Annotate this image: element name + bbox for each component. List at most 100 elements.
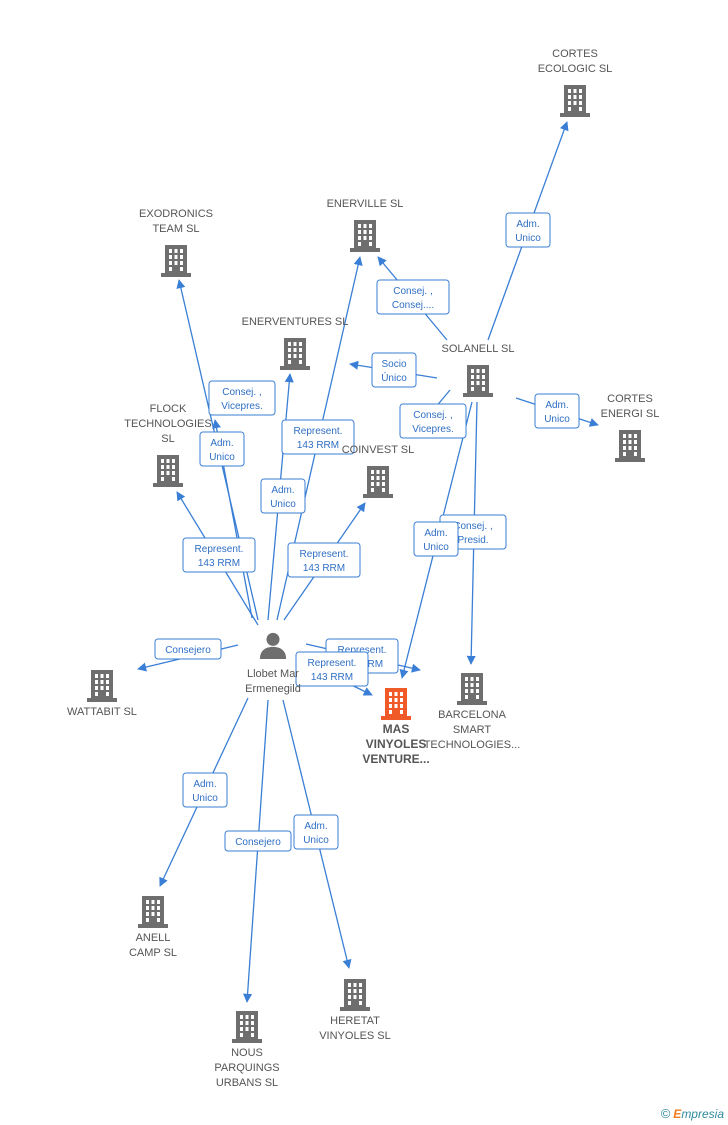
edge-label-text: Consej.... — [392, 300, 434, 311]
edge-label-text: Represent. — [300, 549, 349, 560]
edge-label-e1[interactable]: Adm.Unico — [505, 212, 551, 248]
company-name: NOUS — [231, 1047, 263, 1059]
building-icon — [153, 455, 183, 487]
edge-label-box — [281, 419, 355, 455]
copyright-icon: © — [660, 1106, 671, 1121]
edge-label-e13[interactable]: Consej. , Vicepres. — [208, 380, 276, 416]
edge-label-e16[interactable]: Represent. 143 RRM — [295, 651, 369, 687]
company-node-enerville[interactable]: ENERVILLE SL — [327, 198, 404, 252]
edge-label-e17[interactable]: Adm.Unico — [182, 772, 228, 808]
edge-label-text: Unico — [303, 835, 329, 846]
edge-label-text: Unico — [270, 499, 296, 510]
company-name: FLOCK — [150, 403, 187, 415]
building-icon — [457, 673, 487, 705]
company-name: TECHNOLOGIES — [124, 418, 211, 430]
edge-label-text: 143 RRM — [311, 672, 353, 683]
building-icon — [615, 430, 645, 462]
edge-label-text: 143 RRM — [303, 563, 345, 574]
edge-label-e5[interactable]: Consej. ,Vicepres. — [399, 403, 467, 439]
company-node-coinvest[interactable]: COINVEST SL — [342, 444, 415, 498]
edge-label-text: Adm. — [516, 219, 539, 230]
edge-label-e12[interactable]: Represent. 143 RRM — [287, 542, 361, 578]
edge-label-e10[interactable]: Represent.143 RRM — [281, 419, 355, 455]
building-icon — [340, 979, 370, 1011]
edge-label-e14[interactable]: Consejero — [154, 638, 222, 660]
edge-label-text: 143 RRM — [198, 558, 240, 569]
company-name: ENERVILLE SL — [327, 198, 404, 210]
edge-label-text: Consej. , — [413, 410, 452, 421]
edge-label-text: Unico — [209, 452, 235, 463]
company-name: COINVEST SL — [342, 444, 415, 456]
edge-label-text: Unico — [423, 542, 449, 553]
company-name: EXODRONICS — [139, 208, 213, 220]
edge-label-box — [505, 212, 551, 248]
edge-label-text: Socio — [381, 359, 406, 370]
edge-label-e11[interactable]: Represent.143 RRM — [182, 537, 256, 573]
edge-label-text: Adm. — [545, 400, 568, 411]
edge-label-e19[interactable]: Adm. Unico — [293, 814, 339, 850]
company-name: VENTURE... — [362, 752, 429, 766]
empresia-logo: ©Empresia — [661, 1106, 724, 1121]
person-name: Ermenegild — [245, 683, 301, 695]
edge-label-box — [199, 431, 245, 467]
company-name: BARCELONA — [438, 709, 507, 721]
brand-first-letter: E — [673, 1107, 682, 1121]
company-node-wattabit[interactable]: WATTABIT SL — [67, 670, 137, 718]
edge-label-text: Vicepres. — [221, 401, 263, 412]
edge-label-box — [413, 521, 459, 557]
edge-label-text: Represent. — [338, 645, 387, 656]
company-node-barcelona-smart[interactable]: BARCELONA SMART TECHNOLOGIES... — [424, 673, 521, 751]
company-name: SMART — [453, 724, 492, 736]
company-name: ENERVENTURES SL — [242, 316, 349, 328]
company-name: CORTES — [607, 393, 653, 405]
person-name: Llobet Mar — [247, 668, 299, 680]
company-name: TECHNOLOGIES... — [424, 739, 521, 751]
building-icon — [381, 688, 411, 720]
building-icon — [350, 220, 380, 252]
edge-label-e8[interactable]: Adm. Unico — [199, 431, 245, 467]
edge-label-box — [295, 651, 369, 687]
edge-label-box — [224, 830, 292, 852]
edge-label-box — [182, 537, 256, 573]
company-node-heretat[interactable]: HERETAT VINYOLES SL — [319, 979, 391, 1042]
edge-label-text: Adm. — [304, 821, 327, 832]
edge-label-e4[interactable]: Adm.Unico — [534, 393, 580, 429]
edge-label-e9[interactable]: Adm.Unico — [260, 478, 306, 514]
edge-label-text: Represent. — [308, 658, 357, 669]
edge-label-text: Consej. , — [393, 286, 432, 297]
company-name: HERETAT — [330, 1015, 380, 1027]
edge-label-box — [399, 403, 467, 439]
company-name: ECOLOGIC SL — [538, 63, 613, 75]
company-name: WATTABIT SL — [67, 706, 137, 718]
building-icon — [463, 365, 493, 397]
company-node-exodronics[interactable]: EXODRONICS TEAM SL — [139, 208, 213, 277]
company-name: TEAM SL — [152, 223, 199, 235]
person-icon — [259, 632, 287, 659]
edge-label-box — [208, 380, 276, 416]
edge-label-text: Adm. — [210, 438, 233, 449]
edge-label-box — [260, 478, 306, 514]
building-icon — [161, 245, 191, 277]
edge-label-text: Consejero — [235, 837, 281, 848]
edge-label-e18[interactable]: Consejero — [224, 830, 292, 852]
company-node-enerventures[interactable]: ENERVENTURES SL — [242, 316, 349, 370]
company-node-mas-vinyoles[interactable]: MASVINYOLESVENTURE... — [362, 688, 430, 766]
company-name: VINYOLES SL — [319, 1030, 391, 1042]
edge-label-e7[interactable]: Adm. Unico — [413, 521, 459, 557]
edge-label-e2[interactable]: Consej. , Consej.... — [376, 279, 450, 315]
company-name: MAS — [383, 722, 410, 736]
edge-label-text: Consejero — [165, 645, 211, 656]
edge-label-text: Adm. — [424, 528, 447, 539]
edge-label-text: Consej. , — [222, 387, 261, 398]
building-icon — [280, 338, 310, 370]
edge-label-box — [182, 772, 228, 808]
company-node-solanell[interactable]: SOLANELL SL — [442, 343, 515, 397]
